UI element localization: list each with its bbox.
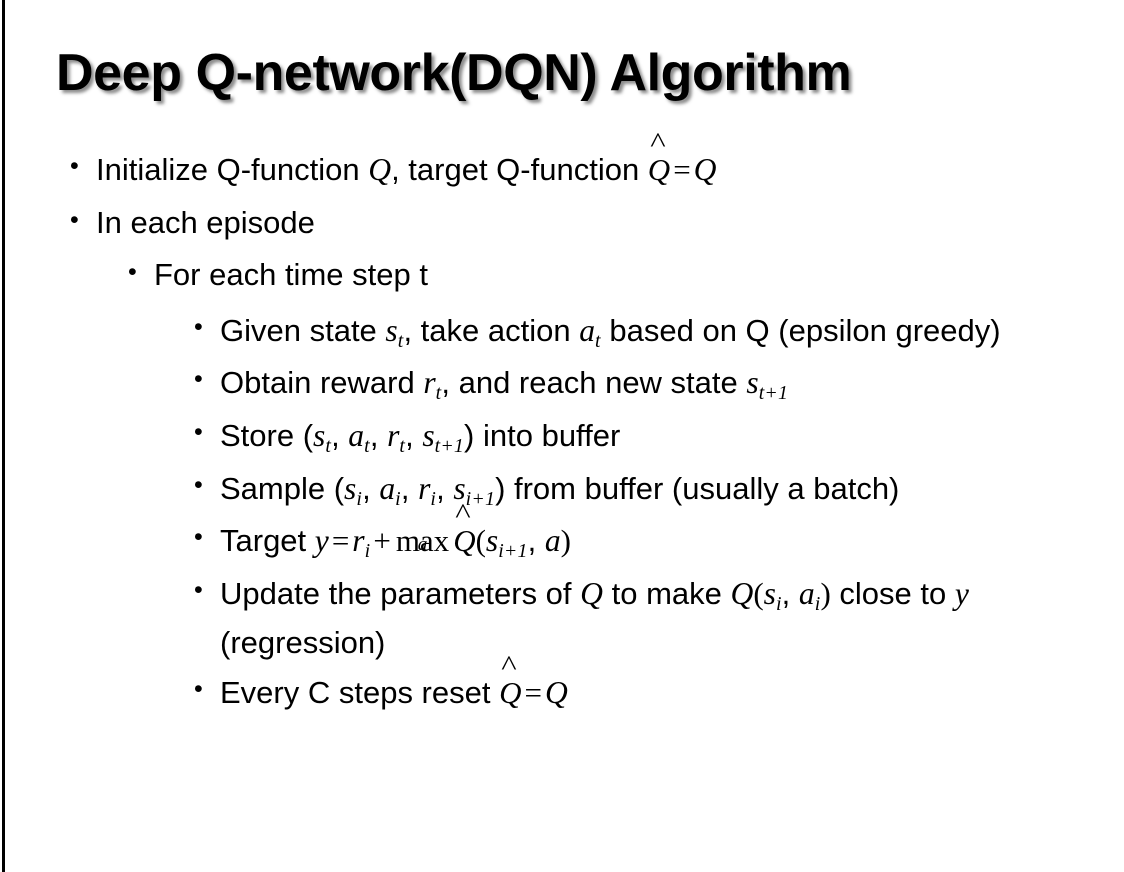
bullet-update-parameters: Update the parameters of Q to make Q(si,… <box>186 570 1120 666</box>
comma: , <box>331 417 349 453</box>
math-a-subscript: i <box>395 487 401 510</box>
math-y: y <box>314 523 329 559</box>
bullet-for-each-time-step: For each time step t <box>120 252 1114 299</box>
comma: , <box>527 523 545 559</box>
max-limit: a <box>417 533 428 555</box>
math-s: s <box>344 470 357 506</box>
math-s: s <box>485 523 499 559</box>
math-s-next-subscript: i+1 <box>465 487 496 510</box>
math-r-subscript: t <box>435 382 442 405</box>
math-s-subscript: i <box>775 592 782 615</box>
math-s: s <box>385 312 398 348</box>
bullet-in-each-episode: In each episode <box>62 200 1116 247</box>
bullet-list: Initialize Q-function Q, target Q-functi… <box>0 146 1124 720</box>
paren-open: ( <box>475 523 486 559</box>
bullet-text: For each time step t <box>154 257 428 292</box>
math-a: a <box>544 523 561 559</box>
math-a: a <box>798 576 815 612</box>
math-q: Q <box>368 152 392 187</box>
math-q-2: Q <box>693 152 717 187</box>
bullet-text-post: ) from buffer (usually a batch) <box>495 470 900 506</box>
paren-open: ( <box>753 576 764 612</box>
bullet-text-post: based on Q (epsilon greedy) <box>600 312 1001 348</box>
page-title: Deep Q-network(DQN) Algorithm <box>56 44 852 102</box>
bullet-text-post: ) into buffer <box>464 417 621 453</box>
math-equals: = <box>673 152 691 187</box>
math-q-hat: Q <box>453 518 475 565</box>
bullet-given-state: Given state st, take action at based on … <box>186 307 1120 357</box>
bullet-text: In each episode <box>96 204 315 240</box>
math-a-subscript: t <box>364 434 370 457</box>
math-s: s <box>746 365 759 401</box>
math-s-subscript: t <box>325 434 332 457</box>
math-a: a <box>379 470 396 506</box>
bullet-text: Obtain reward <box>220 365 424 401</box>
math-q: Q <box>544 675 568 711</box>
math-r: r <box>418 470 431 506</box>
bullet-text-mid: to make <box>602 576 731 612</box>
bullet-initialize: Initialize Q-function Q, target Q-functi… <box>62 146 1116 194</box>
math-a-subscript: i <box>814 592 821 615</box>
max-label: max <box>395 523 450 559</box>
math-y: y <box>954 576 969 612</box>
math-r: r <box>387 417 400 453</box>
bullet-text-mid: , take action <box>403 312 580 348</box>
math-r-subscript: t <box>399 434 406 457</box>
left-edge-rule <box>2 0 5 872</box>
bullet-target-equation: Target y=ri+maxaQ(si+1, a) <box>186 517 1120 567</box>
math-q-2: Q <box>730 576 754 612</box>
comma: , <box>436 470 454 506</box>
comma: , <box>781 576 799 612</box>
math-a: a <box>579 312 596 348</box>
math-r: r <box>352 523 365 559</box>
math-equals: = <box>524 675 542 711</box>
bullet-text: Initialize Q-function <box>96 152 369 187</box>
comma: , <box>405 417 423 453</box>
bullet-text: Sample ( <box>220 470 345 506</box>
math-a: a <box>348 417 365 453</box>
bullet-text-mid: , target Q-function <box>391 152 648 187</box>
bullet-text-mid: , and reach new state <box>441 365 747 401</box>
math-plus: + <box>373 523 391 559</box>
math-s: s <box>313 417 326 453</box>
bullet-store-tuple: Store (st, at, rt, st+1) into buffer <box>186 412 1120 462</box>
comma: , <box>362 470 380 506</box>
bullet-text: Given state <box>220 312 386 348</box>
math-equals: = <box>331 523 350 559</box>
comma: , <box>369 417 388 453</box>
math-s-next: s <box>422 417 435 453</box>
math-a-subscript: t <box>595 329 601 352</box>
bullet-text: Update the parameters of <box>220 576 581 612</box>
bullet-text: Store ( <box>220 417 314 453</box>
math-q-hat: Q <box>499 670 521 717</box>
math-s-next: s <box>453 470 466 506</box>
math-q: Q <box>580 576 603 612</box>
math-s-next-subscript: t+1 <box>434 434 465 457</box>
bullet-text: Every C steps reset <box>220 675 500 711</box>
bullet-text-tail: (regression) <box>220 624 386 660</box>
bullet-text-post: close to <box>830 576 955 612</box>
bullet-obtain-reward: Obtain reward rt, and reach new state st… <box>186 359 1120 409</box>
paren-close: ) <box>560 523 571 559</box>
bullet-text: Target <box>220 523 315 559</box>
math-s-subscript: t+1 <box>758 382 789 405</box>
comma: , <box>400 470 419 506</box>
paren-close: ) <box>820 576 831 612</box>
bullet-sample-tuple: Sample (si, ai, ri, si+1) from buffer (u… <box>186 465 1120 515</box>
math-r-subscript: i <box>430 487 437 510</box>
math-r-subscript: i <box>364 540 371 563</box>
math-s-subscript: t <box>397 329 404 352</box>
math-r: r <box>423 365 436 401</box>
math-s: s <box>763 576 776 612</box>
bullet-every-c-steps: Every C steps reset Q=Q <box>186 669 1120 717</box>
math-s-subscript: i+1 <box>498 540 528 563</box>
math-q-hat: Q <box>648 147 670 194</box>
math-s-subscript: i <box>356 487 363 510</box>
